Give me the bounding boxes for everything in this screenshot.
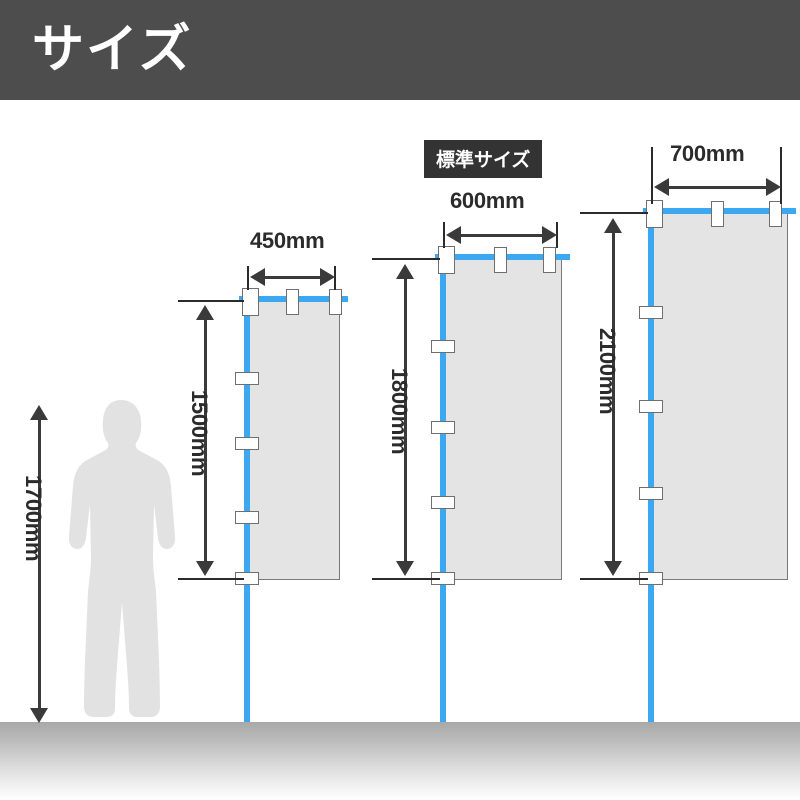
extension-line-left (651, 147, 653, 204)
flag-clip-top-1 (438, 246, 455, 274)
flag-clip-side-2 (431, 421, 455, 434)
flag-clip-side-2 (235, 437, 259, 450)
extension-line-top (178, 300, 244, 302)
dimension-line-height (611, 231, 615, 567)
flag-clip-side-3 (639, 487, 663, 500)
dimension-label-width-600: 600mm (450, 188, 525, 213)
arrowhead-down (30, 708, 48, 723)
extension-line-bottom (178, 578, 244, 580)
extension-line-top (372, 258, 440, 260)
dimension-label-height-1800: 1800mm (387, 368, 412, 455)
dimension-line (37, 418, 41, 715)
arrowhead-up (196, 305, 214, 320)
extension-line-top (580, 212, 648, 214)
dimension-label-human: 1700mm (21, 475, 46, 562)
extension-line-right (780, 147, 782, 204)
human-silhouette (62, 398, 180, 723)
arrowhead-left (446, 226, 461, 244)
arrowhead-right (542, 226, 557, 244)
arrowhead-right (766, 178, 781, 196)
flag-clip-top-3 (543, 247, 556, 273)
page-title: サイズ (32, 20, 193, 80)
arrowhead-down (604, 561, 622, 576)
extension-line-right (334, 266, 336, 290)
flag-pole-vertical (440, 256, 446, 722)
dimension-line-width (262, 275, 324, 279)
dimension-label-width-450: 450mm (250, 228, 325, 253)
flag-clip-side-1 (431, 340, 455, 353)
arrowhead-left (654, 178, 669, 196)
arrowhead-up (30, 405, 48, 420)
flag-cloth (648, 212, 788, 580)
floor-gradient (0, 722, 800, 800)
flag-pole-vertical (648, 210, 654, 722)
arrowhead-up (396, 264, 414, 279)
flag-pole-vertical (244, 298, 250, 722)
arrowhead-down (396, 561, 414, 576)
dimension-line-height (403, 277, 407, 567)
dimension-label-height-2100: 2100mm (595, 328, 620, 415)
flag-clip-top-2 (494, 247, 507, 273)
flag-cloth (440, 258, 562, 580)
dimension-line-width (666, 185, 770, 189)
flag-clip-top-3 (329, 289, 342, 315)
dimension-label-width-700: 700mm (670, 141, 745, 166)
flag-clip-side-2 (639, 400, 663, 413)
flag-clip-side-1 (235, 372, 259, 385)
arrowhead-up (604, 218, 622, 233)
arrowhead-down (196, 561, 214, 576)
standard-size-badge: 標準サイズ (424, 140, 543, 178)
flag-clip-top-2 (286, 289, 299, 315)
flag-clip-top-1 (242, 288, 259, 316)
flag-clip-top-1 (646, 200, 663, 228)
flag-clip-top-3 (769, 201, 782, 227)
dimension-line-width (458, 233, 546, 237)
extension-line-bottom (372, 578, 440, 580)
dimension-label-height-1500: 1500mm (187, 390, 212, 477)
extension-line-left (247, 266, 249, 290)
flag-clip-side-1 (639, 306, 663, 319)
extension-line-bottom (580, 578, 648, 580)
flag-clip-side-3 (431, 496, 455, 509)
arrowhead-left (250, 268, 265, 286)
flag-cloth (244, 300, 340, 580)
extension-line-left (443, 222, 445, 248)
header-banner: サイズ (0, 0, 800, 100)
flag-clip-side-3 (235, 511, 259, 524)
arrowhead-right (320, 268, 335, 286)
dimension-line-height (203, 318, 207, 566)
flag-clip-top-2 (711, 201, 724, 227)
extension-line-right (556, 222, 558, 248)
